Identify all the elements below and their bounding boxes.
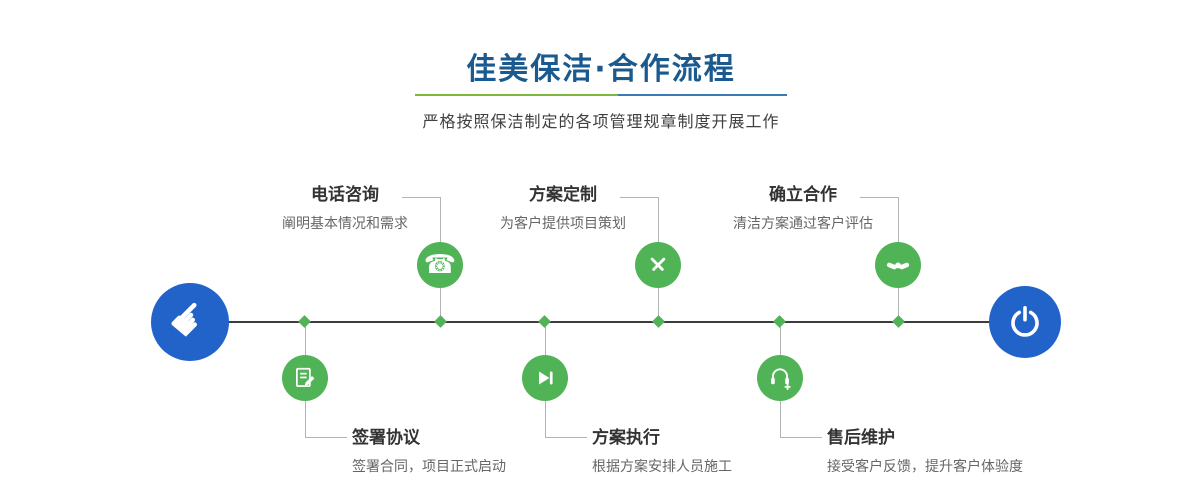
step-node-phone: ☎: [417, 242, 463, 288]
step-desc: 阐明基本情况和需求: [282, 216, 408, 232]
page-subtitle: 严格按照保洁制定的各项管理规章制度开展工作: [422, 112, 780, 131]
timeline-diamond: [538, 315, 551, 328]
step-desc: 根据方案安排人员施工: [592, 459, 732, 475]
page-title: 佳美保洁·合作流程: [466, 52, 736, 87]
pencil-ruler-icon: [650, 257, 666, 271]
play-next-icon: [539, 371, 553, 385]
timeline-diamond: [892, 315, 905, 328]
headset-icon: [771, 368, 791, 390]
connector-line: [860, 197, 898, 198]
step-label-contract: 签署协议 签署合同，项目正式启动: [352, 427, 642, 476]
step-label-service: 售后维护 接受客户反馈，提升客户体验度: [827, 427, 1117, 476]
connector-line: [440, 197, 441, 242]
step-desc: 为客户提供项目策划: [500, 216, 626, 232]
step-desc: 清洁方案通过客户评估: [733, 216, 873, 232]
connector-line: [305, 323, 306, 355]
step-label-plan: 方案定制 为客户提供项目策划: [443, 184, 683, 233]
hand-pointer-icon: ☛: [157, 287, 222, 352]
step-title: 方案执行: [592, 428, 660, 448]
phone-icon: ☎: [423, 250, 457, 280]
step-node-contract: [282, 355, 328, 401]
timeline-diamond: [652, 315, 665, 328]
end-node: [989, 286, 1061, 358]
divider-blue-segment: [617, 94, 787, 96]
timeline-diamond: [434, 315, 447, 328]
step-title: 签署协议: [352, 428, 420, 448]
step-desc: 接受客户反馈，提升客户体验度: [827, 459, 1023, 475]
connector-line: [658, 288, 659, 322]
start-node: ☛: [151, 283, 229, 361]
step-title: 方案定制: [529, 185, 597, 205]
step-node-plan: [635, 242, 681, 288]
connector-line: [658, 197, 659, 242]
handshake-icon: [886, 262, 910, 270]
connector-line: [545, 437, 587, 438]
connector-line: [620, 197, 658, 198]
step-desc: 签署合同，项目正式启动: [352, 459, 506, 475]
connector-line: [440, 288, 441, 322]
connector-line: [780, 323, 781, 355]
timeline-diamond: [298, 315, 311, 328]
step-label-cooperate: 确立合作 清洁方案通过客户评估: [683, 184, 923, 233]
connector-line: [780, 401, 781, 437]
connector-line: [402, 197, 440, 198]
step-title: 电话咨询: [311, 185, 379, 205]
step-node-cooperate: [875, 242, 921, 288]
connector-line: [545, 401, 546, 437]
timeline-diamond: [773, 315, 786, 328]
connector-line: [545, 323, 546, 355]
power-icon: [1011, 305, 1039, 337]
connector-line: [898, 288, 899, 322]
connector-line: [305, 401, 306, 437]
step-label-phone: 电话咨询 阐明基本情况和需求: [225, 184, 465, 233]
timeline-line: [190, 321, 1030, 323]
step-label-execute: 方案执行 根据方案安排人员施工: [592, 427, 882, 476]
step-title: 确立合作: [769, 185, 837, 205]
connector-line: [780, 437, 822, 438]
connector-line: [305, 437, 347, 438]
step-node-service: [757, 355, 803, 401]
connector-line: [898, 197, 899, 242]
divider-green-segment: [415, 94, 618, 96]
title-divider: [415, 94, 787, 96]
step-title: 售后维护: [827, 428, 895, 448]
contract-icon: [296, 367, 315, 387]
step-node-execute: [522, 355, 568, 401]
